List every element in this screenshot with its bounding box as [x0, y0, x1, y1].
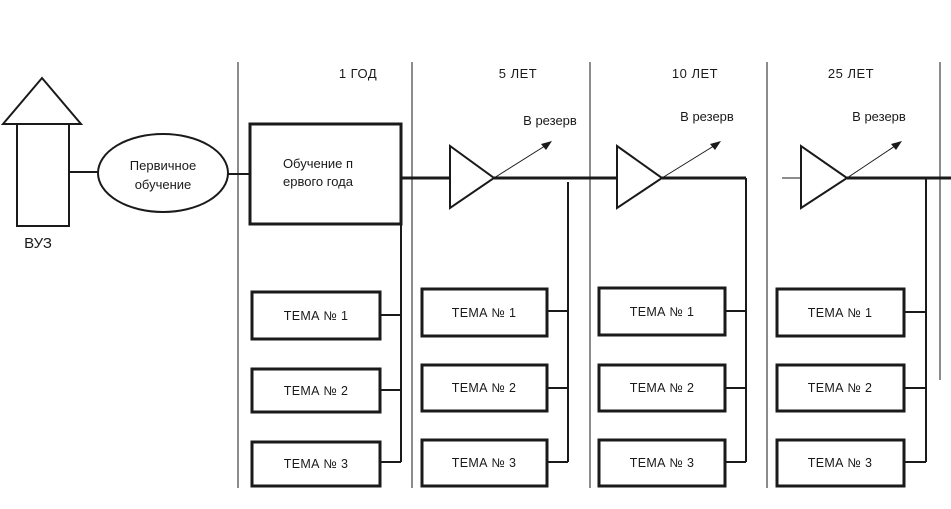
topic-label-25-years-1: ТЕМА № 1: [808, 306, 872, 320]
reserve-arrow-5-years: [493, 143, 549, 179]
reserve-label-25-years: В резерв: [852, 109, 906, 124]
topic-label-5-years-1: ТЕМА № 1: [452, 306, 516, 320]
selection-node-25-years: В резерв: [800, 109, 906, 210]
topic-label-1-year-3: ТЕМА № 3: [284, 457, 348, 471]
period-separators: [237, 62, 941, 488]
selection-triangle-10-years: [616, 144, 664, 210]
topic-label-25-years-2: ТЕМА № 2: [808, 381, 872, 395]
topic-label-10-years-3: ТЕМА № 3: [630, 456, 694, 470]
period-header-1-year: 1 ГОД: [339, 66, 377, 81]
period-headers: 1 ГОД 5 ЛЕТ 10 ЛЕТ 25 ЛЕТ: [339, 66, 874, 81]
topic-box-5-years-1: [420, 287, 549, 338]
university-building: [16, 123, 70, 227]
topic-label-25-years-3: ТЕМА № 3: [808, 456, 872, 470]
reserve-arrowhead-10-years: [710, 141, 721, 150]
topic-label-5-years-2: ТЕМА № 2: [452, 381, 516, 395]
period-header-25-years: 25 ЛЕТ: [828, 66, 874, 81]
selection-node-10-years: В резерв: [616, 109, 734, 210]
topic-box-1-year-3: [250, 440, 382, 488]
first-year-training-line1: Обучение п: [283, 156, 353, 171]
reserve-label-10-years: В резерв: [680, 109, 734, 124]
reserve-arrowhead-25-years: [891, 141, 902, 150]
first-year-training-box: [248, 122, 403, 226]
reserve-arrow-10-years: [661, 143, 718, 179]
period-header-10-years: 10 ЛЕТ: [672, 66, 718, 81]
selection-triangle-25-years: [800, 144, 849, 210]
reserve-arrow-25-years: [846, 143, 899, 179]
period-header-5-years: 5 ЛЕТ: [499, 66, 538, 81]
topics-1-year: ТЕМА № 1 ТЕМА № 2 ТЕМА № 3: [250, 178, 402, 488]
topics-5-years: ТЕМА № 1 ТЕМА № 2 ТЕМА № 3: [420, 182, 569, 488]
primary-training-line2: обучение: [135, 177, 192, 192]
primary-training-line1: Первичное: [130, 158, 196, 173]
topic-label-10-years-2: ТЕМА № 2: [630, 381, 694, 395]
topic-label-1-year-1: ТЕМА № 1: [284, 309, 348, 323]
reserve-arrowhead-5-years: [541, 141, 552, 150]
topics-10-years: ТЕМА № 1 ТЕМА № 2 ТЕМА № 3: [597, 178, 747, 488]
university-roof: [0, 76, 84, 125]
first-year-training-line2: ервого года: [283, 174, 354, 189]
topic-label-10-years-1: ТЕМА № 1: [630, 305, 694, 319]
topics-25-years: ТЕМА № 1 ТЕМА № 2 ТЕМА № 3: [775, 178, 927, 488]
selection-node-5-years: В резерв: [449, 113, 577, 210]
primary-training-ellipse: [97, 133, 229, 213]
university-label: ВУЗ: [24, 235, 52, 252]
primary-training-node: Первичное обучение: [97, 133, 229, 213]
selection-triangle-5-years: [449, 144, 496, 210]
first-year-training-node: Обучение п ервого года: [248, 122, 403, 226]
reserve-label-5-years: В резерв: [523, 113, 577, 128]
topic-label-5-years-3: ТЕМА № 3: [452, 456, 516, 470]
university-node: ВУЗ: [0, 76, 84, 252]
topic-label-1-year-2: ТЕМА № 2: [284, 384, 348, 398]
